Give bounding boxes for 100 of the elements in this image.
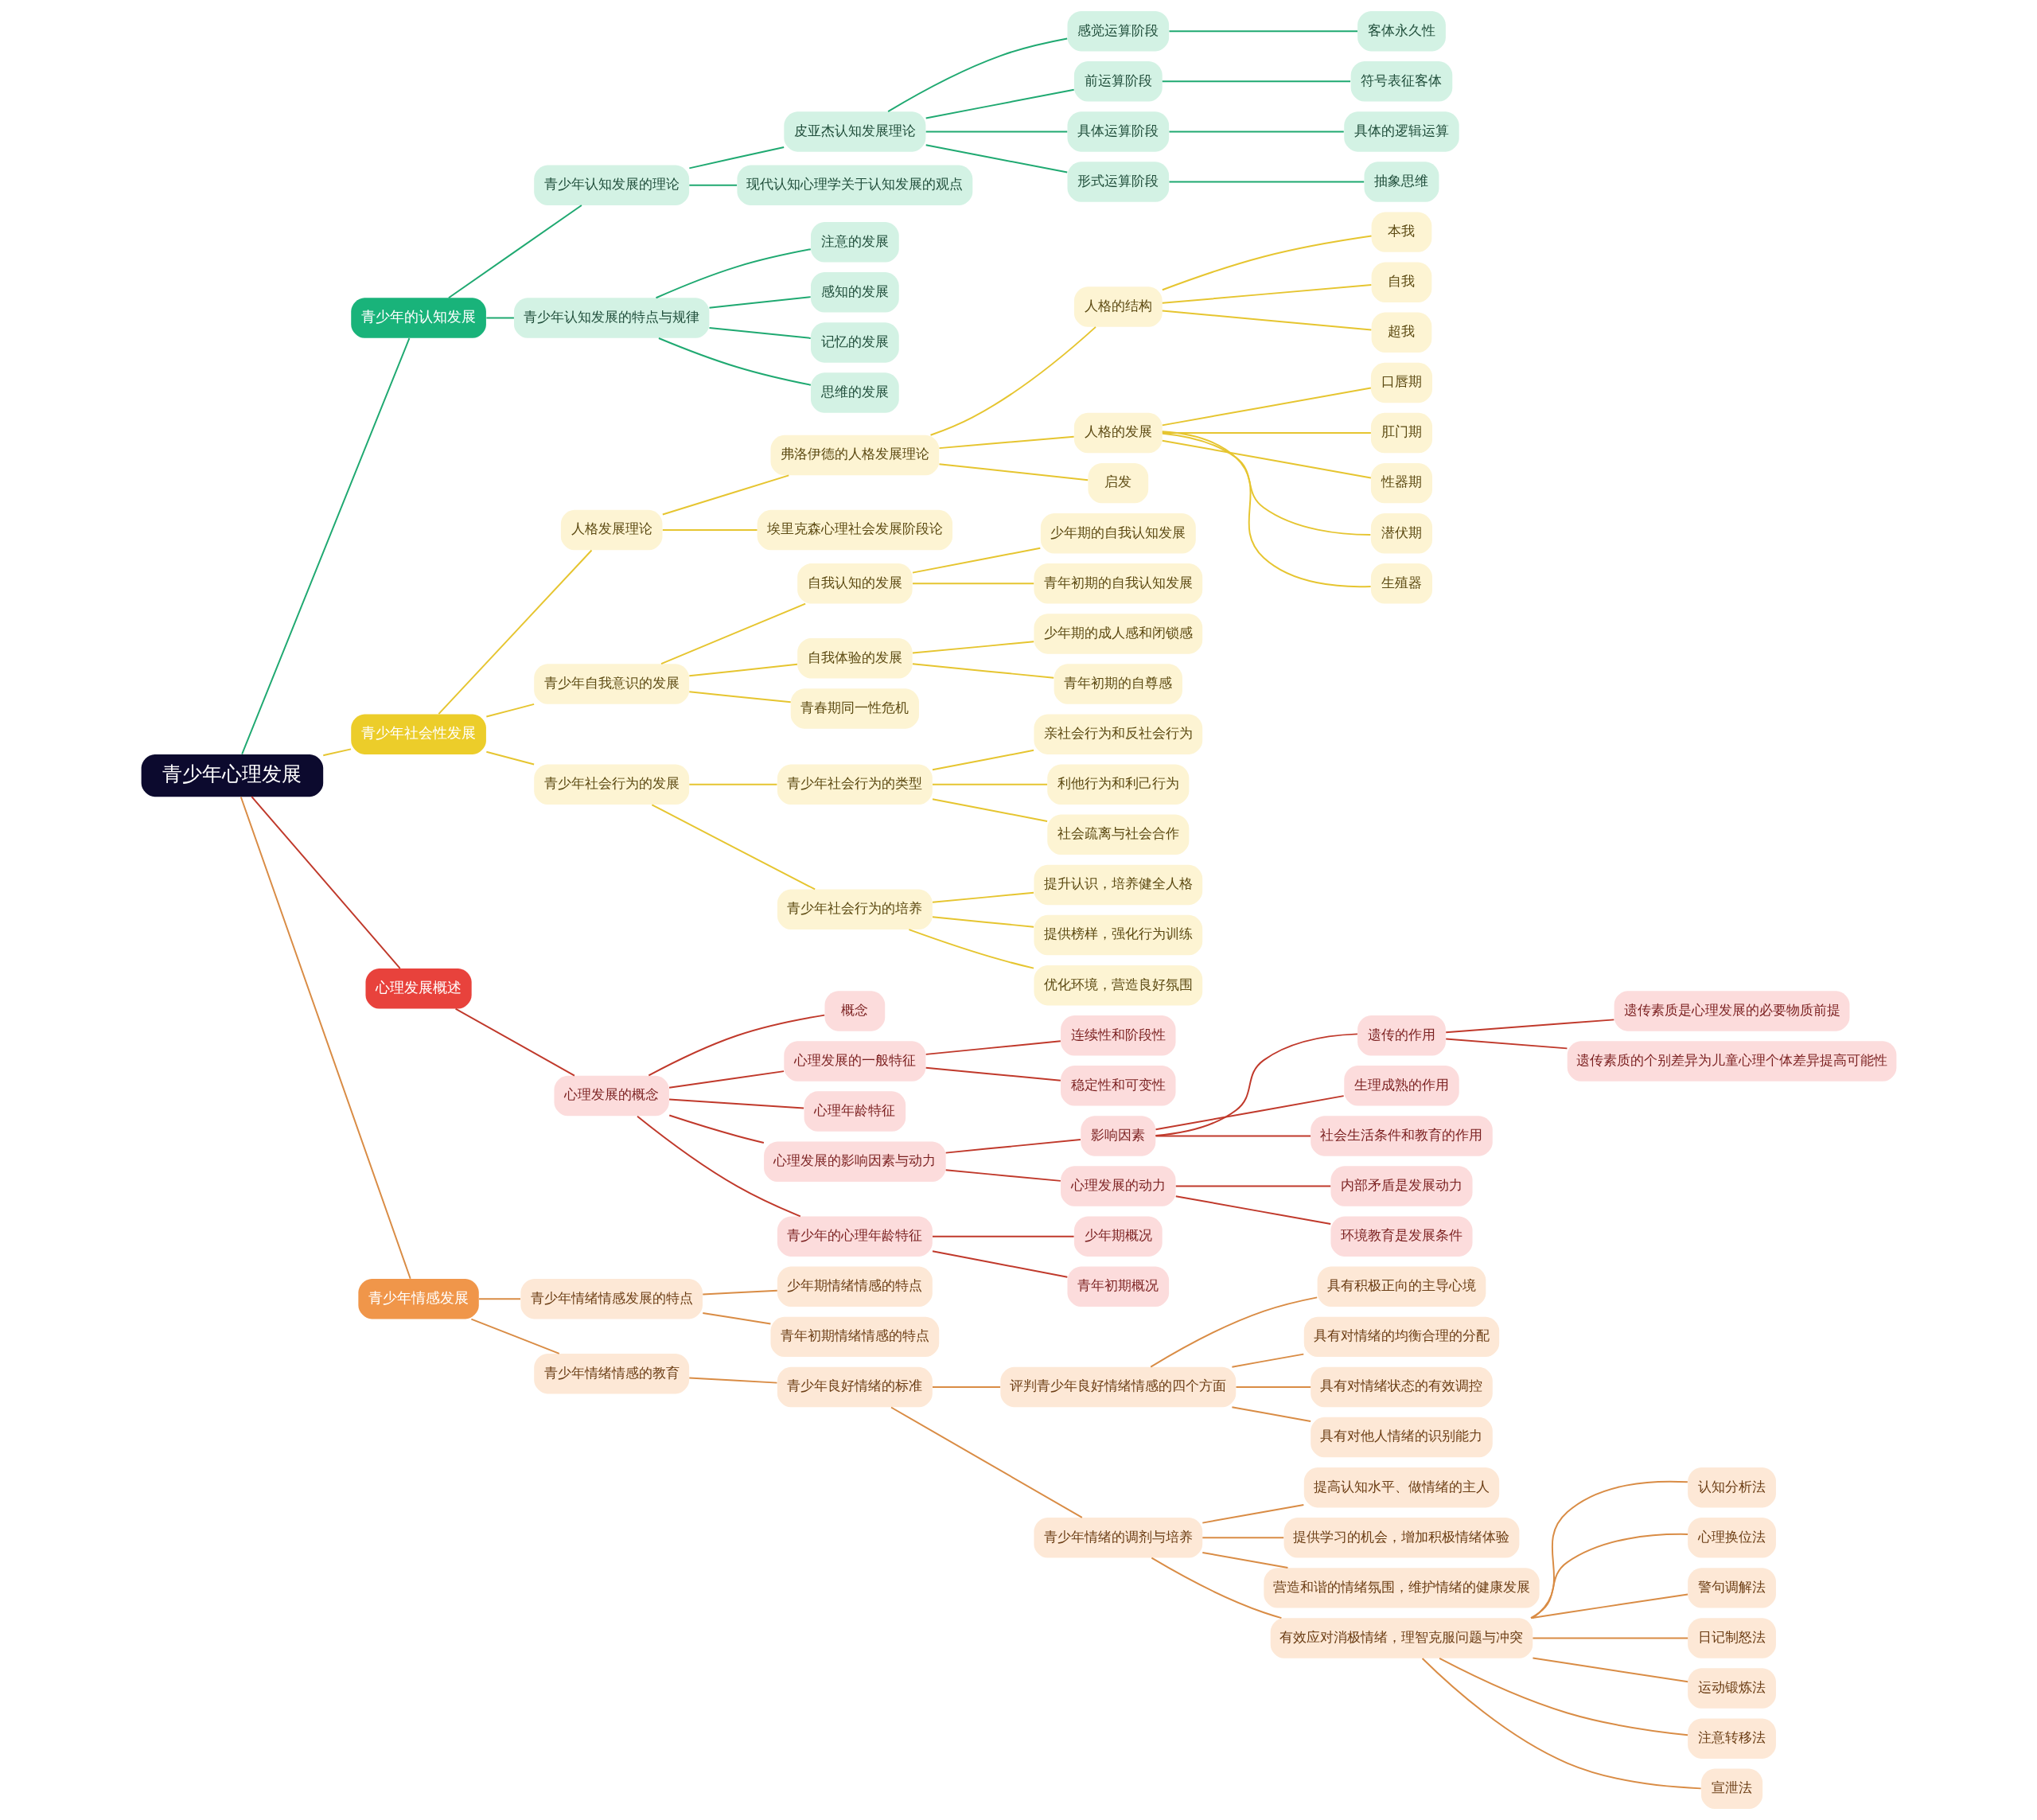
connector: [931, 749, 1034, 771]
node-box: 少年期的成人感和闭锁感: [1033, 614, 1202, 654]
connector: [1174, 1195, 1331, 1225]
node-box: 青少年良好情绪的标准: [777, 1366, 933, 1408]
connector: [1201, 1537, 1284, 1539]
node-box: 青少年情绪的调剂与培养: [1033, 1518, 1202, 1558]
node-box: 影响因素: [1080, 1116, 1155, 1156]
connector: [668, 1070, 785, 1089]
connector: [931, 798, 1048, 822]
node-box: 弗洛伊德的人格发展理论: [770, 435, 939, 476]
node-box: 优化环境，营造良好氛围: [1033, 965, 1202, 1006]
connector: [925, 1066, 1061, 1081]
connector: [1438, 1657, 1688, 1736]
node-box: 连续性和阶段性: [1060, 1015, 1175, 1056]
connector: [1161, 283, 1372, 304]
connector: [1168, 131, 1345, 133]
node-box: 青少年的认知发展: [350, 298, 486, 338]
node-box: 注意转移法: [1687, 1718, 1776, 1759]
connector: [657, 337, 812, 386]
connector: [321, 748, 352, 757]
connector: [938, 435, 1075, 450]
connector: [650, 804, 816, 891]
node-box: 皮亚杰认知发展理论: [783, 111, 925, 152]
node-box: 埃里克森心理社会发展阶段论: [757, 509, 952, 551]
node-box: 青少年认知发展的理论: [533, 165, 689, 205]
connector: [925, 144, 1068, 173]
node-box: 自我: [1371, 262, 1431, 302]
connector: [1161, 80, 1351, 83]
connector: [1161, 387, 1372, 427]
node-box: 人格的发展: [1073, 412, 1163, 454]
connector: [1531, 1480, 1688, 1619]
node-box: 心理年龄特征: [804, 1091, 906, 1132]
node-box: 青少年社会行为的发展: [533, 764, 689, 805]
connector: [925, 131, 1068, 133]
node-box: 日记制怒法: [1687, 1618, 1776, 1658]
connector: [687, 146, 785, 170]
connector: [687, 1377, 777, 1384]
node-box: 潜伏期: [1370, 513, 1432, 554]
connector: [944, 1139, 1081, 1154]
connector: [1161, 432, 1372, 434]
connector: [1168, 30, 1358, 33]
connector: [701, 1289, 778, 1296]
node-box: 少年期情绪情感的特点: [777, 1266, 933, 1307]
connector: [925, 1040, 1061, 1055]
connector: [701, 1312, 771, 1325]
connector: [1529, 1533, 1688, 1619]
node-box: 性器期: [1370, 462, 1432, 504]
connector: [1150, 1557, 1282, 1619]
connector: [1168, 181, 1365, 183]
connector: [636, 1115, 801, 1218]
connector: [1174, 1185, 1331, 1187]
connector: [477, 1298, 521, 1300]
node-box: 概念: [824, 991, 885, 1031]
node-box: 利他行为和利己行为: [1046, 764, 1189, 805]
node-box: 自我体验的发展: [796, 638, 913, 679]
node-box: 遗传素质的个别差异为儿童心理个体差异提高可能性: [1567, 1041, 1896, 1081]
node-box: 青春期同一性危机: [790, 688, 919, 729]
connector: [1161, 310, 1372, 331]
node-box: 内部矛盾是发展动力: [1330, 1166, 1473, 1206]
node-box: 人格发展理论: [560, 509, 662, 551]
node-box: 青少年社会性发展: [350, 714, 486, 754]
node-box: 心理发展概述: [364, 968, 472, 1009]
node-box: 青少年情绪情感的教育: [533, 1353, 689, 1394]
connector: [929, 325, 1096, 436]
connector: [890, 1406, 1083, 1518]
node-box: 客体永久性: [1357, 10, 1446, 52]
node-box: 亲社会行为和反社会行为: [1033, 714, 1202, 754]
node-box: 认知分析法: [1687, 1467, 1776, 1508]
connector: [944, 1169, 1061, 1182]
node-box: 少年期概况: [1073, 1216, 1163, 1257]
node-box: 营造和谐的情绪氛围，维护情绪的健康发展: [1263, 1568, 1540, 1608]
connector: [250, 796, 401, 969]
connector: [1531, 1637, 1688, 1639]
connector: [1161, 235, 1372, 291]
connector: [1154, 1033, 1358, 1136]
connector: [687, 184, 738, 186]
node-box: 超我: [1371, 312, 1431, 353]
connector: [687, 783, 777, 785]
node-box: 提升认识，培养健全人格: [1033, 864, 1202, 906]
node-box: 肛门期: [1370, 412, 1432, 454]
connector: [454, 1007, 575, 1077]
node-box: 抽象思维: [1364, 162, 1439, 202]
connector: [485, 317, 515, 319]
connector: [931, 916, 1034, 928]
node-box: 思维的发展: [810, 372, 899, 413]
connector: [240, 796, 411, 1280]
node-box: 提供学习的机会，增加积极情绪体验: [1283, 1518, 1519, 1558]
connector: [1421, 1658, 1702, 1790]
connector: [655, 248, 812, 299]
connector: [1230, 1353, 1304, 1368]
node-box: 青年初期情绪情感的特点: [770, 1316, 939, 1358]
node-box: 口唇期: [1370, 362, 1432, 403]
node-box: 社会生活条件和教育的作用: [1310, 1116, 1493, 1156]
connector: [925, 88, 1075, 119]
node-box: 提高认知水平、做情绪的主人: [1303, 1467, 1499, 1508]
node-box: 具有对他人情绪的识别能力: [1310, 1417, 1493, 1458]
node-box: 心理发展的概念: [553, 1075, 669, 1117]
connector: [1201, 1503, 1304, 1524]
connector: [911, 547, 1041, 574]
node-box: 具有对情绪的均衡合理的分配: [1303, 1316, 1499, 1358]
